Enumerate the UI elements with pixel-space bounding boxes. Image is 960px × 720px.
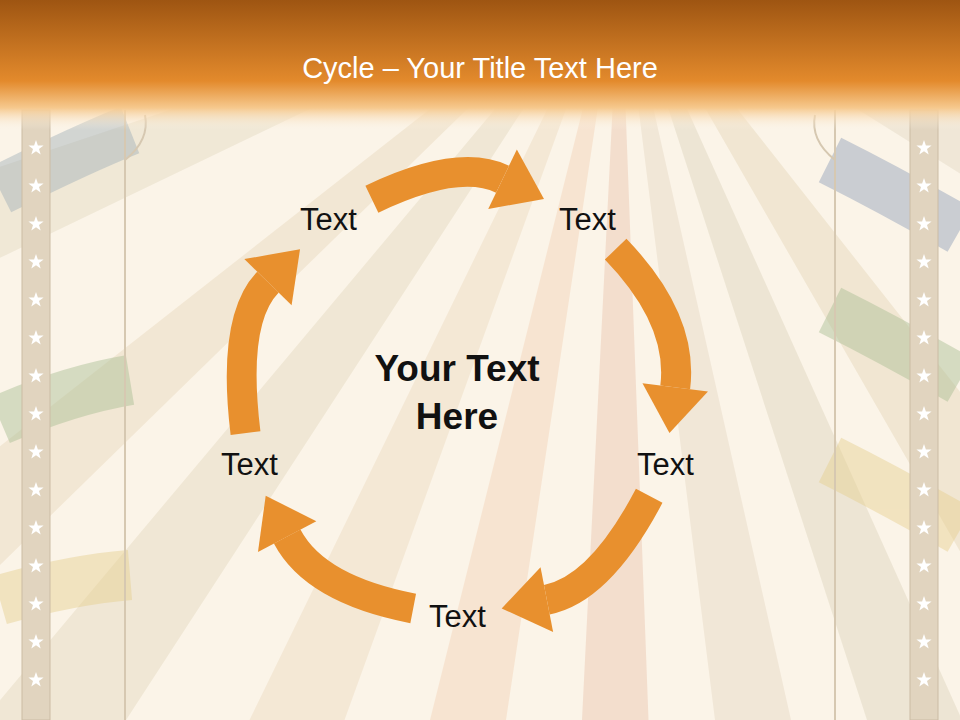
cycle-step: Text — [553, 198, 622, 242]
cycle-arrow — [372, 149, 544, 208]
header-bar — [0, 0, 960, 130]
cycle-step: Text — [294, 198, 363, 242]
arrow-head — [502, 567, 553, 632]
cycle-step: Text — [631, 443, 700, 487]
cycle-arrow — [502, 496, 650, 632]
arrow-head — [642, 383, 707, 433]
step-text: Text — [637, 447, 694, 483]
frame-lines — [125, 110, 835, 720]
cycle-step: Text — [215, 443, 284, 487]
arrow-body — [547, 496, 649, 600]
step-text: Text — [559, 202, 616, 238]
cycle-arrow — [258, 496, 413, 609]
step-text: Text — [221, 447, 278, 483]
arrow-head — [488, 149, 544, 208]
slide-title: Cycle – Your Title Text Here — [0, 52, 960, 85]
cycle-arrow — [242, 249, 300, 433]
arrow-body — [287, 537, 413, 609]
star-pillars — [22, 110, 938, 720]
center-label: Your Text Here — [337, 345, 577, 441]
step-text: Text — [429, 599, 486, 635]
arrow-head — [258, 496, 316, 552]
cycle-step: Text — [423, 595, 492, 639]
cycle-arrow — [616, 249, 708, 433]
arrow-body — [616, 249, 677, 387]
arrow-body — [242, 282, 268, 433]
arrow-head — [244, 249, 300, 305]
step-text: Text — [300, 202, 357, 238]
arrow-body — [372, 172, 503, 199]
ribbon-bands — [0, 130, 960, 600]
